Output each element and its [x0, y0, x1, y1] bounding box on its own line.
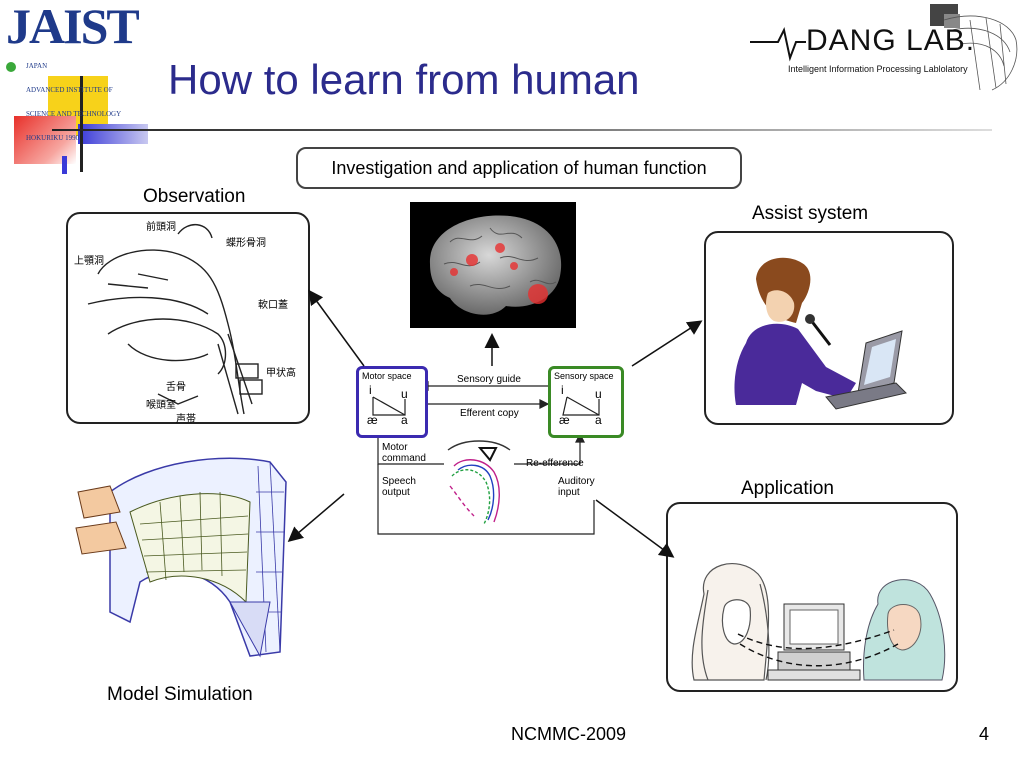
auditory-input-label: Auditory input: [558, 476, 602, 498]
anno-frontal-sinus: 前頭洞: [146, 222, 176, 233]
anno-vocal-cords: 声帯: [176, 414, 196, 425]
re-efference-label: Re-efference: [526, 458, 584, 469]
anno-thyroid: 甲状高: [266, 368, 296, 379]
motor-command-text: Motor command: [382, 442, 426, 464]
vocal-tract-drawing: [87, 224, 263, 415]
motor-command-label: Motor command: [382, 442, 428, 464]
motor-vowel-i: i: [369, 383, 372, 397]
jaist-sub-line-4: HOKURIKU 1990: [26, 134, 80, 142]
motor-vowel-a: a: [401, 413, 408, 427]
motor-space-box: Motor space i u æ a: [356, 366, 428, 438]
jaist-sub-line-3: SCIENCE AND TECHNOLOGY: [26, 110, 122, 118]
control-loop-diagram: Motor space i u æ a Sensory space i u æ …: [354, 364, 624, 536]
decor-horizontal-line: [52, 129, 992, 131]
observation-label: Observation: [143, 186, 246, 207]
footer-conference: NCMMC-2009: [511, 724, 627, 744]
sensory-vowel-ae: æ: [559, 413, 570, 427]
anno-maxillary-sinus: 上顎洞: [74, 256, 104, 267]
page-number: 4: [979, 724, 990, 744]
brain-image: [410, 202, 576, 328]
auditory-input-text: Auditory input: [558, 476, 595, 498]
application-panel: [666, 502, 958, 692]
articulator-trace-drawing: [447, 440, 511, 525]
sensory-vowel-quad: [562, 396, 600, 416]
motor-vowel-quad: [372, 396, 406, 416]
brain-graphic: [429, 215, 562, 315]
sensory-space-title: Sensory space: [554, 371, 614, 381]
observation-panel: 前頭洞 蝶形骨洞 上顎洞 軟口蓋 舌骨 喉頭室 声帯 甲状高: [66, 212, 310, 425]
sensory-vowel-a: a: [595, 413, 602, 427]
decor-vertical-line: [80, 76, 83, 172]
speech-output-label: Speech output: [382, 476, 422, 498]
motor-space-title: Motor space: [362, 371, 412, 381]
dang-lab-logo-word: DANG LAB.: [806, 24, 976, 57]
control-loop-lines: [377, 381, 595, 535]
jaist-sub-line-1: JAPAN: [26, 62, 48, 70]
sensory-vowel-u: u: [595, 387, 602, 401]
dang-lab-logo: DANG LAB. Intelligent Information Proces…: [748, 0, 1020, 94]
assist-system-panel: [704, 231, 954, 425]
motor-vowel-ae: æ: [367, 413, 378, 427]
anno-sphenoid-sinus: 蝶形骨洞: [226, 238, 266, 249]
slide-title: How to learn from human: [168, 56, 640, 103]
jaist-logo-word: JAIST: [6, 0, 140, 54]
jaist-logo-dot: [6, 62, 16, 72]
jaist-sub-line-2: ADVANCED INSTITUTE OF: [26, 86, 113, 94]
jaist-logo-subtitle: JAPAN ADVANCED INSTITUTE OF SCIENCE AND …: [26, 46, 121, 150]
sensory-guide-label: Sensory guide: [457, 374, 521, 385]
woman-computer-baby-drawing: [691, 563, 946, 681]
dang-lab-logo-subtitle: Intelligent Information Processing Lablo…: [788, 64, 968, 74]
anno-laryngeal-ventricle: 喉頭室: [146, 400, 176, 411]
dang-lab-logo-graphic: [750, 4, 1018, 91]
efferent-copy-label: Efferent copy: [460, 408, 519, 419]
application-label: Application: [741, 478, 834, 499]
anno-soft-palate: 軟口蓋: [258, 300, 288, 311]
anno-hyoid-bone: 舌骨: [166, 382, 186, 393]
vocal-tract-mesh: [75, 457, 287, 658]
sensory-vowel-i: i: [561, 383, 564, 397]
model-simulation-label: Model Simulation: [107, 684, 253, 705]
investigation-banner: Investigation and application of human f…: [296, 147, 742, 189]
assist-system-label: Assist system: [752, 203, 869, 224]
model-simulation-drawing: [70, 452, 300, 662]
motor-vowel-u: u: [401, 387, 408, 401]
sensory-space-box: Sensory space i u æ a: [548, 366, 624, 438]
person-with-laptop-drawing: [734, 257, 907, 410]
speech-output-text: Speech output: [382, 476, 416, 498]
decor-blue-tick: [62, 156, 67, 174]
